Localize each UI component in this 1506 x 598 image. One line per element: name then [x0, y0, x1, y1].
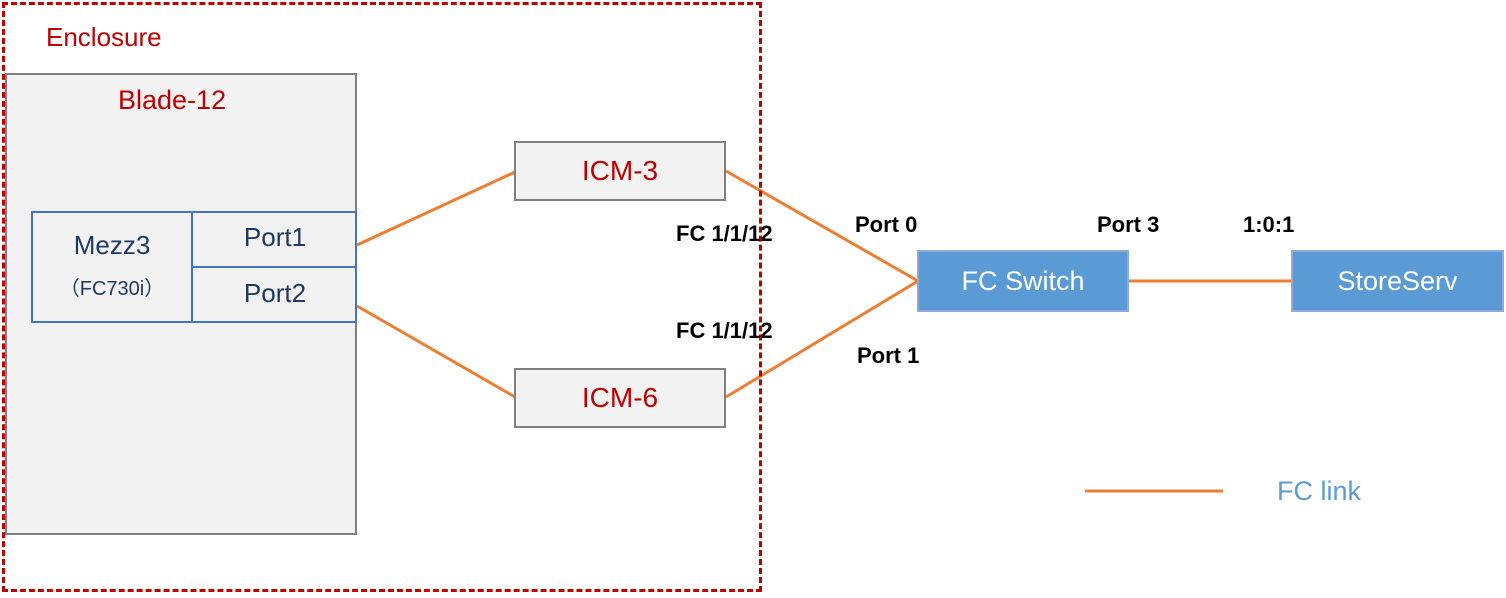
storage-label: StoreServ: [1337, 265, 1458, 296]
link-icm6-switch: [725, 279, 919, 399]
fc-switch-box: FC Switch: [917, 250, 1129, 312]
link-port2-icm6: [356, 304, 516, 399]
icm-top-port-label: FC 1/1/12: [676, 221, 773, 246]
mezz-port1: Port1: [243, 222, 307, 252]
switch-port1-label: Port 1: [857, 343, 920, 368]
storage-port-label: 1:0:1: [1243, 212, 1295, 237]
icm-bottom-port-label: FC 1/1/12: [676, 318, 773, 343]
enclosure-label: Enclosure: [46, 22, 162, 52]
switch-port0-label: Port 0: [855, 212, 918, 237]
storage-box: StoreServ: [1291, 250, 1504, 312]
icm-bottom-box: ICM-6: [514, 368, 726, 428]
mezz-port-divider: [193, 266, 357, 268]
mezz-card-name-cell: [31, 211, 193, 323]
mezz-port2: Port2: [243, 278, 307, 308]
mezz-title: Mezz3: [73, 230, 151, 260]
link-icm3-switch: [725, 169, 919, 283]
mezz-subtitle: （FC730i）: [59, 278, 165, 300]
link-port1-icm3: [356, 170, 516, 247]
icm-bottom-label: ICM-6: [581, 382, 659, 413]
icm-top-box: ICM-3: [514, 141, 726, 201]
blade-label: Blade-12: [118, 85, 227, 115]
switch-port3-label: Port 3: [1097, 212, 1160, 237]
icm-top-label: ICM-3: [581, 155, 659, 186]
enclosure-boundary: [2, 2, 762, 592]
fc-switch-label: FC Switch: [961, 265, 1085, 296]
legend-label: FC link: [1277, 476, 1362, 506]
